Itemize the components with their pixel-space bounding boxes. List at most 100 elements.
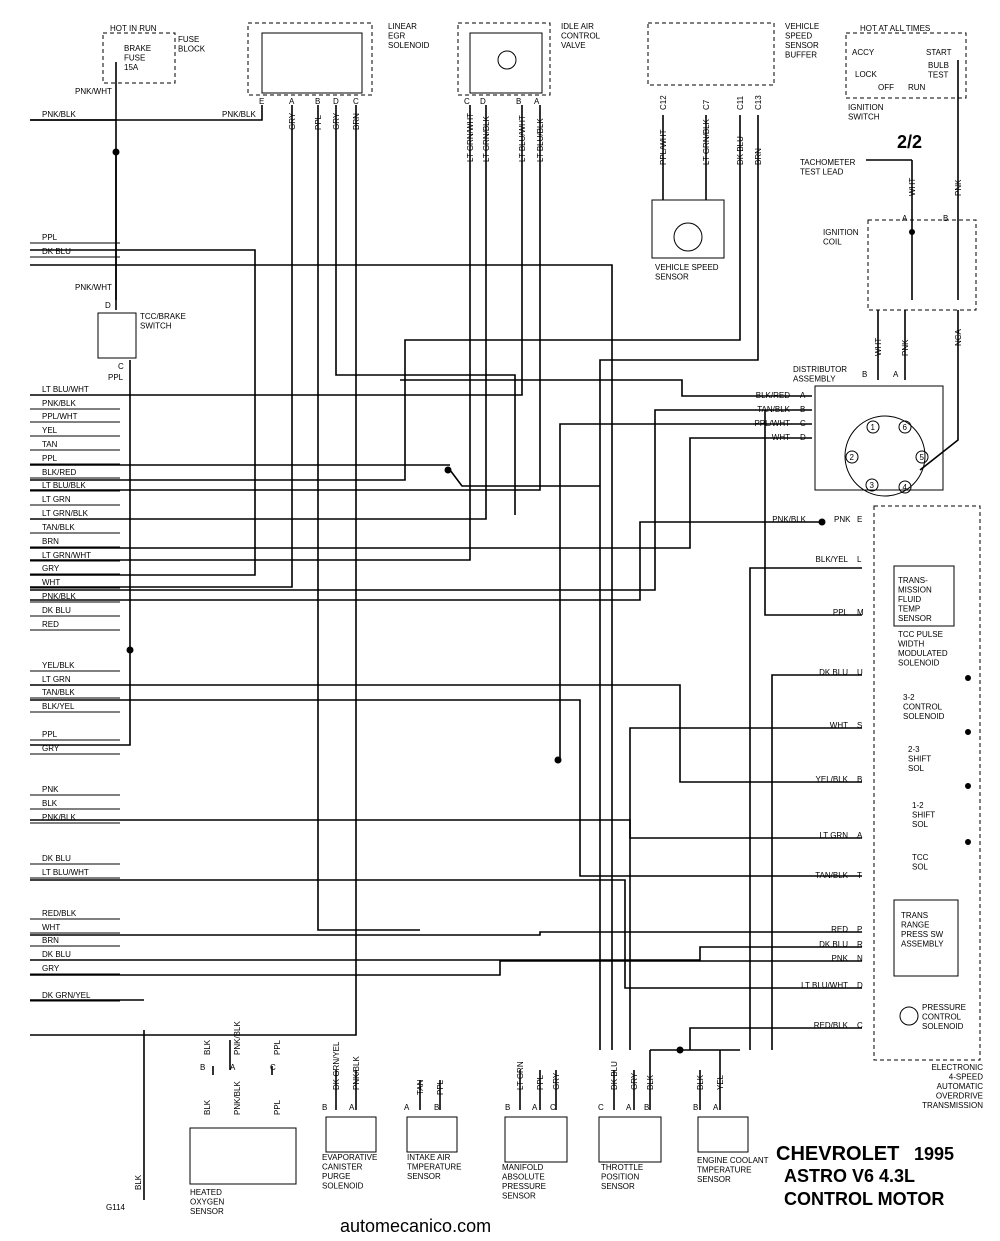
map-pin: A: [532, 1103, 538, 1112]
trans-pin: B: [857, 775, 862, 784]
trans-component-name: PRESSURE: [922, 1003, 966, 1012]
o2-wire: PPL: [273, 1039, 282, 1055]
trans-wire: PNK: [832, 954, 849, 963]
left-wire-label: PNK/BLK: [42, 399, 76, 408]
egr-name: EGR: [388, 32, 406, 41]
left-wire-label: PNK/WHT: [75, 283, 112, 292]
title-make: CHEVROLET: [776, 1143, 899, 1165]
ect-pin: B: [693, 1103, 698, 1112]
o2-name: OXYGEN: [190, 1198, 224, 1207]
egr-wire: PNK/BLK: [222, 110, 256, 119]
distributor-name: DISTRIBUTOR: [793, 365, 847, 374]
distributor-cylinder-number: 4: [903, 483, 908, 492]
coil-name: COIL: [823, 238, 842, 247]
o2-wire: PPL: [273, 1099, 282, 1115]
ign-switch-name: SWITCH: [848, 113, 880, 122]
trans-component-name: MODULATED: [898, 649, 948, 658]
left-wire-label: TAN/BLK: [42, 688, 75, 697]
map-name: MANIFOLD: [502, 1163, 544, 1172]
fuse-block-label: FUSE: [178, 35, 199, 44]
distributor-wire: PPL/WHT: [754, 419, 790, 428]
trans-pin: N: [857, 954, 863, 963]
iat-wire: TAN: [416, 1079, 425, 1095]
evap-name: SOLENOID: [322, 1182, 364, 1191]
distributor-pin: B: [800, 405, 805, 414]
trans-pin: C: [857, 1021, 863, 1030]
iat-name: INTAKE AIR: [407, 1153, 451, 1162]
vss-buffer-wire: LT GRN/BLK: [702, 118, 711, 165]
ect-wire: YEL: [716, 1074, 725, 1090]
iac-wire: LT GRN/WHT: [466, 113, 475, 162]
trans-name: TRANSMISSION: [922, 1101, 983, 1110]
trans-component-name: MISSION: [898, 586, 932, 595]
iac-pin: C: [464, 97, 470, 106]
trans-wire: RED: [831, 925, 848, 934]
distributor-name: ASSEMBLY: [793, 375, 836, 384]
fuse-name: BRAKE: [124, 44, 151, 53]
egr-wire: BRN: [352, 113, 361, 130]
distributor-pin: A: [800, 391, 806, 400]
left-wire-label: RED/BLK: [42, 909, 77, 918]
vss-buffer-pin: C11: [736, 95, 745, 110]
distributor-cylinder: [845, 450, 859, 464]
trans-wire: LT BLU/WHT: [801, 981, 848, 990]
trans-wire: PPL: [833, 608, 849, 617]
distributor-wire: TAN/BLK: [757, 405, 790, 414]
trans-wire: YEL/BLK: [816, 775, 849, 784]
map-wire: LT GRN: [516, 1061, 525, 1090]
trans-component-name: 3-2: [903, 693, 915, 702]
iac-pin: D: [480, 97, 486, 106]
left-wire-label: PNK/BLK: [42, 592, 76, 601]
ign-switch-position: TEST: [928, 71, 949, 80]
tps-pin: B: [644, 1103, 649, 1112]
o2-wire: PNK/BLK: [233, 1021, 242, 1055]
trans-component-name: PRESS SW: [901, 930, 944, 939]
iac-pin: A: [534, 97, 540, 106]
map-name: PRESSURE: [502, 1182, 546, 1191]
iat-pin: A: [404, 1103, 410, 1112]
trans-component-name: 1-2: [912, 801, 924, 810]
left-wire-label: LT BLU/WHT: [42, 385, 89, 394]
tps-pin: A: [626, 1103, 632, 1112]
left-wire-label: PPL: [42, 730, 58, 739]
vss-name: VEHICLE SPEED: [655, 263, 719, 272]
iat-wire: PPL: [436, 1079, 445, 1095]
evap-name: EVAPORATIVE: [322, 1153, 377, 1162]
iac-wire: LT BLU/BLK: [536, 118, 545, 162]
left-wire-label: PPL/WHT: [42, 412, 78, 421]
map-name: ABSOLUTE: [502, 1173, 545, 1182]
trans-wire: DK BLU: [819, 940, 848, 949]
trans-wire: DK BLU: [819, 668, 848, 677]
trans-wire: PNK: [834, 515, 851, 524]
trans-component-name: SHIFT: [912, 811, 935, 820]
distributor-cylinder-number: 1: [871, 423, 876, 432]
ect-name: ENGINE COOLANT: [697, 1156, 769, 1165]
distributor-pin: C: [800, 419, 806, 428]
trans-pin: S: [857, 721, 862, 730]
left-wire-label: LT GRN: [42, 675, 71, 684]
ground-label: G114: [106, 1203, 126, 1212]
vss-buffer-pin: C12: [659, 95, 668, 110]
distributor-cylinder: [898, 420, 912, 434]
evap-wire: PNK/BLK: [352, 1056, 361, 1090]
left-wire-label: GRY: [42, 964, 60, 973]
left-wire-label: LT GRN/BLK: [42, 509, 89, 518]
egr-pin: C: [353, 97, 359, 106]
component-labels: HOT IN RUNBRAKEFUSE15AFUSEBLOCKTCC/BRAKE…: [105, 22, 983, 1216]
ign-switch-position: RUN: [908, 83, 926, 92]
tps-wire: BLK: [646, 1074, 655, 1090]
trans-component-name: TCC PULSE: [898, 630, 943, 639]
trans-pin: A: [857, 831, 863, 840]
o2-pin: A: [230, 1063, 236, 1072]
tach-pin: B: [943, 214, 948, 223]
ign-switch-position: BULB: [928, 61, 949, 70]
trans-component-name: RANGE: [901, 921, 929, 930]
left-wire-label: LT GRN: [42, 495, 71, 504]
iac-pin: B: [516, 97, 521, 106]
ign-switch-position: ACCY: [852, 48, 875, 57]
distributor-cylinder-number: 5: [920, 453, 925, 462]
coil-wire: PNK: [901, 339, 910, 356]
evap-wire: DK GRN/YEL: [332, 1041, 341, 1090]
trans-pin: L: [857, 555, 862, 564]
